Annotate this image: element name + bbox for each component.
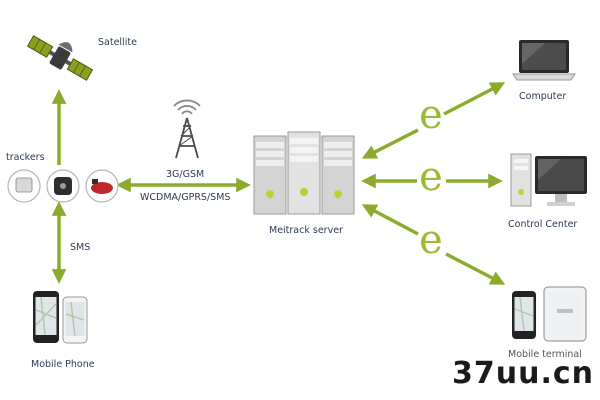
internet-e-symbol-1: e	[419, 92, 443, 138]
cell-tower-icon	[173, 99, 201, 159]
network-3g-gsm-label: 3G/GSM	[166, 169, 205, 180]
sms-label: SMS	[70, 242, 91, 253]
satellite-label: Satellite	[98, 37, 137, 48]
computer-label: Computer	[519, 91, 567, 102]
server-label: Meitrack server	[269, 225, 343, 236]
gps-tracker-icon	[7, 169, 119, 203]
smartphone-icon	[33, 291, 88, 344]
arrow-e1-to-server	[361, 128, 419, 159]
watermark-text: 37uu.cn	[452, 356, 594, 391]
laptop-icon	[512, 40, 576, 81]
arrow-e3-to-server	[361, 204, 419, 236]
arrow-e1-to-computer	[443, 82, 506, 116]
mobile-terminal-label: Mobile terminal	[508, 349, 582, 360]
internet-e-symbol-3: e	[419, 217, 443, 263]
server-rack-icon	[253, 131, 355, 215]
internet-e-symbol-2: e	[419, 154, 443, 200]
network-wcdma-label: WCDMA/GPRS/SMS	[140, 192, 231, 203]
arrow-e3-to-terminal	[445, 252, 506, 285]
satellite-icon	[26, 35, 94, 81]
tablet-icon	[512, 286, 587, 342]
trackers-label: trackers	[6, 152, 45, 163]
control-center-label: Control Center	[508, 219, 578, 230]
desktop-pc-icon	[510, 153, 587, 207]
mobile-phone-label: Mobile Phone	[31, 359, 95, 370]
